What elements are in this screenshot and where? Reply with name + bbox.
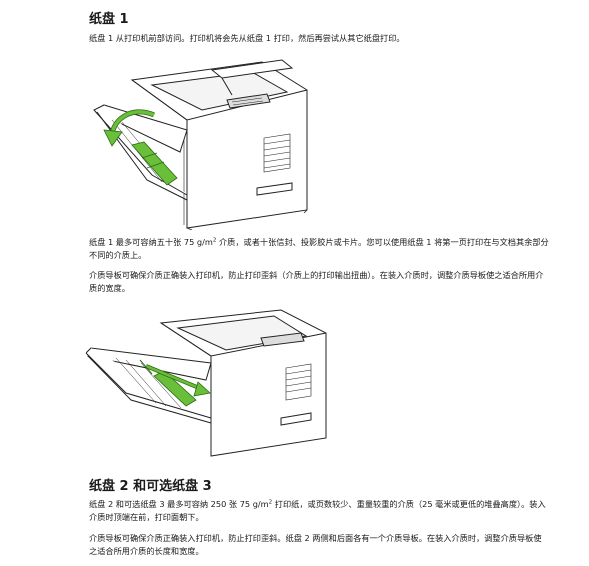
- tray-1-intro: 纸盘 1 从打印机前部访问。打印机将会先从纸盘 1 打印，然后再尝试从其它纸盘打…: [89, 33, 405, 43]
- tray-1-capacity: 纸盘 1 最多可容纳五十张 75 g/m2 介质，或者十张信封、投影胶片或卡片。…: [89, 237, 549, 260]
- section-title-tray-2-3: 纸盘 2 和可选纸盘 3: [89, 479, 212, 494]
- section-title-tray-1: 纸盘 1: [89, 12, 129, 27]
- tray-1-guides: 介质导板可确保介质正确装入打印机，防止打印歪斜（介质上的打印输出扭曲）。在装入介…: [89, 270, 544, 293]
- printer-tray-1-guides-illustration: [86, 309, 327, 457]
- tray-2-capacity: 纸盘 2 和可选纸盘 3 最多可容纳 250 张 75 g/m2 打印纸，或页数…: [89, 499, 546, 522]
- printer-tray-1-illustration: [93, 59, 308, 230]
- tray-2-guides: 介质导板可确保介质正确装入打印机，防止打印歪斜。纸盘 2 两侧和后面各有一个介质…: [89, 533, 542, 556]
